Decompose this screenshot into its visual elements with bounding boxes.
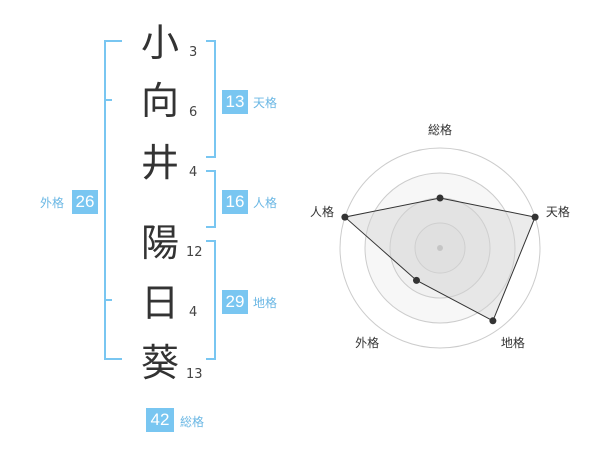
- soukaku-value-badge: 42: [146, 408, 174, 432]
- name-char-1: 小: [140, 21, 179, 65]
- jinkaku-bracket-bottom: [206, 226, 216, 228]
- name-char-2: 向: [140, 79, 179, 123]
- tenkaku-bracket-top: [206, 40, 216, 42]
- stroke-count-1: 3: [189, 45, 198, 60]
- stroke-count-6: 13: [186, 367, 203, 382]
- outer-bracket-top: [104, 40, 122, 42]
- chikaku-bracket-vertical: [214, 240, 216, 360]
- outer-bracket-tick-2: [104, 299, 112, 301]
- radar-point-1: [436, 194, 444, 202]
- jinkaku-bracket-vertical: [214, 170, 216, 228]
- radar-axis-label-4: 外格: [355, 336, 380, 351]
- radar-point-5: [341, 213, 349, 221]
- chikaku-label: 地格: [253, 296, 278, 310]
- name-char-4: 陽: [140, 221, 179, 265]
- tenkaku-bracket-vertical: [214, 40, 216, 158]
- radar-polygon: [343, 197, 536, 322]
- chikaku-bracket-bottom: [206, 358, 216, 360]
- radar-axis-label-2: 天格: [545, 204, 570, 219]
- name-char-5: 日: [140, 281, 179, 325]
- stroke-count-5: 4: [189, 305, 198, 320]
- outer-bracket-vertical: [104, 40, 106, 360]
- gaikaku-label: 外格: [40, 196, 65, 210]
- radar-center-dot: [437, 245, 443, 251]
- tenkaku-bracket-bottom: [206, 156, 216, 158]
- jinkaku-label: 人格: [253, 196, 278, 210]
- jinkaku-value-badge: 16: [222, 190, 248, 214]
- stroke-count-3: 4: [189, 165, 198, 180]
- outer-bracket-tick: [104, 99, 112, 101]
- radar-axis-label-3: 地格: [500, 336, 525, 351]
- gaikaku-value-badge: 26: [72, 190, 98, 214]
- radar-point-3: [489, 317, 497, 325]
- chikaku-bracket-top: [206, 240, 216, 242]
- radar-point-2: [531, 213, 539, 221]
- tenkaku-value-badge: 13: [222, 90, 248, 114]
- radar-point-4: [412, 276, 420, 284]
- tenkaku-label: 天格: [253, 96, 278, 110]
- radar-axis-label-5: 人格: [310, 204, 335, 219]
- stroke-count-2: 6: [189, 105, 198, 120]
- name-char-3: 井: [140, 141, 179, 185]
- outer-bracket-bottom: [104, 358, 122, 360]
- name-char-6: 葵: [140, 341, 179, 385]
- jinkaku-bracket-top: [206, 170, 216, 172]
- radar-axis-label-1: 総格: [427, 123, 452, 137]
- stroke-count-4: 12: [186, 245, 203, 260]
- soukaku-label: 総格: [180, 415, 205, 429]
- chikaku-value-badge: 29: [222, 290, 248, 314]
